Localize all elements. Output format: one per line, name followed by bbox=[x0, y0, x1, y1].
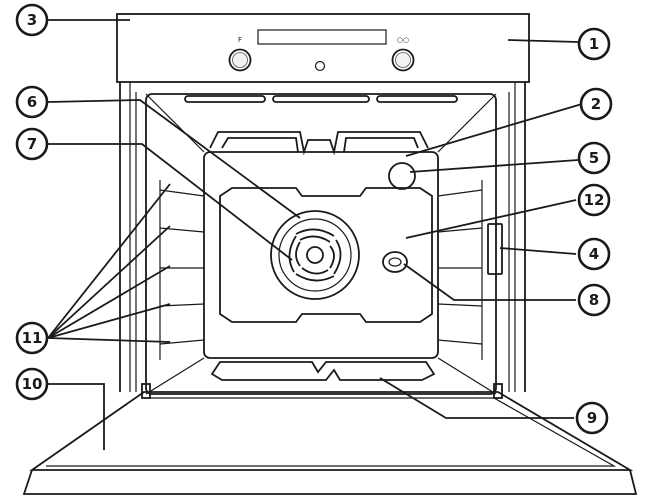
right-shelf-guides bbox=[437, 180, 483, 360]
callout-2: 2 bbox=[579, 87, 613, 121]
back-panel-knob bbox=[382, 251, 408, 273]
callout-10-label: 10 bbox=[22, 375, 43, 393]
oven-cavity bbox=[145, 93, 497, 395]
callout-7: 7 bbox=[15, 127, 49, 161]
right-knob: ○○ bbox=[391, 36, 415, 72]
callout-12: 12 bbox=[577, 183, 611, 217]
back-panel bbox=[219, 187, 433, 323]
upper-heating-element bbox=[209, 131, 429, 156]
callout-11-label: 11 bbox=[22, 329, 43, 347]
callout-3: 3 bbox=[15, 3, 49, 37]
lower-heating-element bbox=[210, 361, 436, 381]
callout-9-label: 9 bbox=[587, 409, 597, 427]
callout-1: 1 bbox=[577, 27, 611, 61]
callout-2-label: 2 bbox=[591, 95, 601, 113]
door-switch bbox=[487, 223, 503, 275]
callout-12-label: 12 bbox=[584, 191, 605, 209]
right-knob-label: ○○ bbox=[397, 36, 409, 44]
callout-4: 4 bbox=[577, 237, 611, 271]
callout-5: 5 bbox=[577, 141, 611, 175]
callout-10: 10 bbox=[15, 367, 49, 401]
callout-8: 8 bbox=[577, 283, 611, 317]
callout-9: 9 bbox=[575, 401, 609, 435]
callout-3-label: 3 bbox=[27, 11, 37, 29]
callout-6-label: 6 bbox=[27, 93, 37, 111]
left-knob: F bbox=[228, 36, 252, 72]
callout-1-label: 1 bbox=[589, 35, 599, 53]
callout-7-label: 7 bbox=[27, 135, 37, 153]
left-shelf-guides bbox=[159, 180, 205, 360]
fan-cover bbox=[270, 210, 360, 300]
callout-11: 11 bbox=[15, 321, 49, 355]
control-panel: F ○○ bbox=[116, 13, 530, 83]
oven-door bbox=[22, 383, 638, 495]
left-knob-label: F bbox=[238, 36, 242, 44]
oven-lamp bbox=[388, 162, 416, 190]
callout-6: 6 bbox=[15, 85, 49, 119]
leader-lines bbox=[47, 19, 583, 450]
callout-4-label: 4 bbox=[589, 245, 599, 263]
callout-5-label: 5 bbox=[589, 149, 599, 167]
display-window bbox=[257, 29, 387, 45]
center-indicator-light bbox=[314, 60, 326, 72]
callout-8-label: 8 bbox=[589, 291, 599, 309]
